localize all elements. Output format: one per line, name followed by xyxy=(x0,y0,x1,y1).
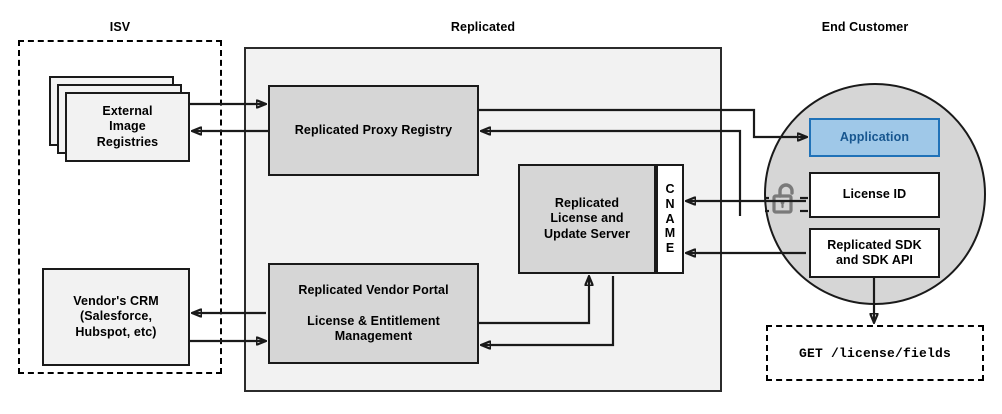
license-id-box[interactable]: License ID xyxy=(809,172,940,218)
cname-letter-c: C xyxy=(665,182,675,197)
zone-title-replicated: Replicated xyxy=(450,20,516,34)
vendor-portal-line-2: License & Entitlement xyxy=(307,313,440,328)
vendor-crm-line-3: Hubspot, etc) xyxy=(75,324,157,339)
replicated-vendor-portal-box[interactable]: Replicated Vendor Portal License & Entit… xyxy=(268,263,479,364)
cname-letter-n: N xyxy=(665,196,675,211)
zone-title-end-customer: End Customer xyxy=(821,20,909,34)
vendor-crm-line-1: Vendor's CRM xyxy=(73,294,159,309)
vendor-crm-box[interactable]: Vendor's CRM (Salesforce, Hubspot, etc) xyxy=(42,268,190,366)
replicated-proxy-registry-box[interactable]: Replicated Proxy Registry xyxy=(268,85,479,176)
zone-title-isv: ISV xyxy=(109,20,131,34)
vendor-portal-lines-wrap: License & Entitlement Management xyxy=(307,314,440,345)
license-server-line-1: Replicated xyxy=(554,196,620,211)
isv-zone-boundary xyxy=(18,40,222,374)
cname-box[interactable]: C N A M E xyxy=(656,164,684,274)
sdk-line-1: Replicated SDK xyxy=(827,237,922,252)
proxy-registry-label: Replicated Proxy Registry xyxy=(294,122,453,137)
license-id-label: License ID xyxy=(842,187,907,202)
application-box[interactable]: Application xyxy=(809,118,940,157)
license-server-line-2: License and xyxy=(550,211,624,226)
vendor-portal-line-1: Replicated Vendor Portal xyxy=(298,282,449,297)
api-call-box[interactable]: GET /license/fields xyxy=(766,325,984,381)
external-registries-line-1: External xyxy=(102,104,153,119)
cname-letter-e: E xyxy=(665,241,675,256)
sdk-line-2: and SDK API xyxy=(835,253,914,267)
replicated-license-update-server-box[interactable]: Replicated License and Update Server xyxy=(518,164,656,274)
api-call-label: GET /license/fields xyxy=(798,345,952,361)
external-image-registries-box[interactable]: External Image Registries xyxy=(65,92,190,162)
external-registries-line-2: Image xyxy=(109,119,146,134)
cname-letter-a: A xyxy=(665,211,675,226)
external-registries-line-3: Registries xyxy=(96,134,159,149)
vendor-crm-line-2: (Salesforce, xyxy=(79,309,153,324)
license-server-line-3: Update Server xyxy=(543,226,631,241)
vendor-portal-line-3: Management xyxy=(334,329,413,344)
cname-letter-m: M xyxy=(664,226,676,241)
replicated-sdk-box[interactable]: Replicated SDK and SDK API xyxy=(809,228,940,278)
application-label: Application xyxy=(839,129,910,144)
